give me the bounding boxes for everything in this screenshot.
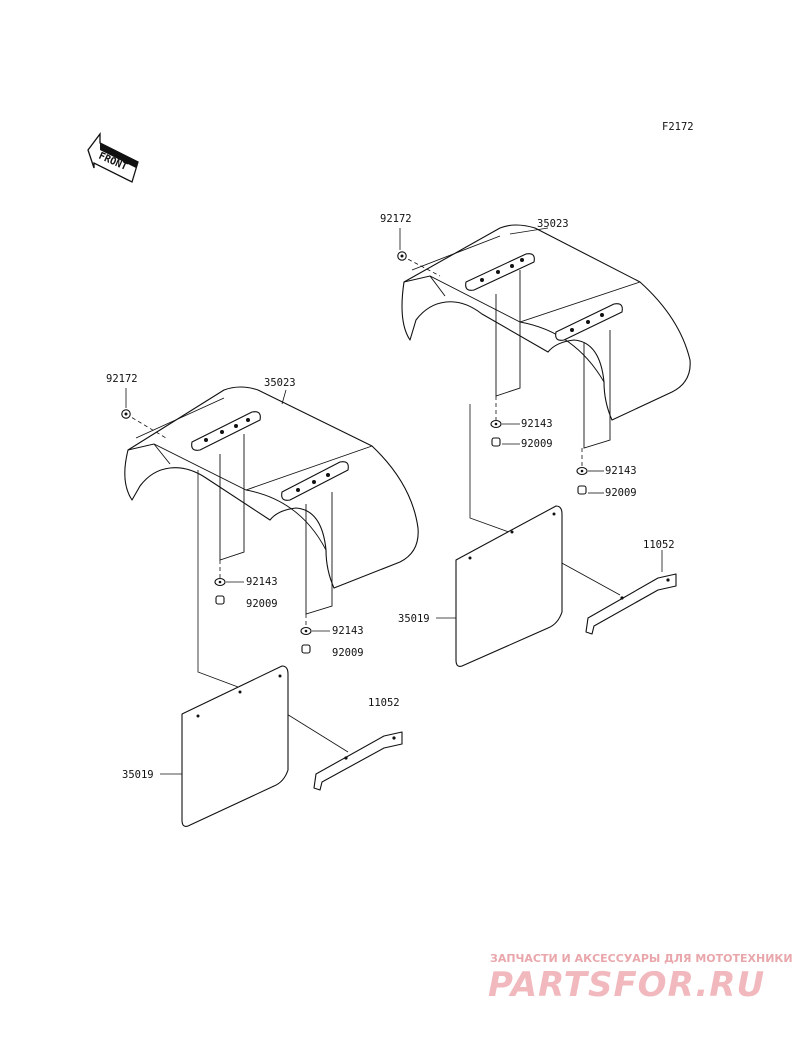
left-washer-rear-label: 92143 xyxy=(332,625,364,637)
left-fender xyxy=(124,386,419,615)
left-bolt-front-label: 92009 xyxy=(246,598,278,610)
figure-code: F2172 xyxy=(662,121,694,133)
left-bolt-rear-label: 92009 xyxy=(332,647,364,659)
right-bolt-rear-label: 92009 xyxy=(605,487,637,499)
left-assembly: 92172 35023 92143 92009 92143 92009 xyxy=(106,373,419,827)
left-washer-rear-icon xyxy=(300,626,312,636)
right-washer-rear-label: 92143 xyxy=(605,465,637,477)
right-washer-front-label: 92143 xyxy=(521,418,553,430)
right-bolt-rear-icon xyxy=(577,485,587,495)
left-washer-front-icon xyxy=(214,577,226,587)
left-fender-bolt-icon xyxy=(121,409,131,419)
watermark-logo: PARTSFOR.RU xyxy=(488,965,765,1005)
right-bolt-front-label: 92009 xyxy=(521,438,553,450)
watermark: ЗАПЧАСТИ И АКСЕССУАРЫ ДЛЯ МОТОТЕХНИКИ PA… xyxy=(488,952,793,1005)
right-mud-flap-label: 35019 xyxy=(398,613,430,625)
left-washer-front-label: 92143 xyxy=(246,576,278,588)
right-bracket xyxy=(585,573,677,635)
left-mud-flap xyxy=(181,665,289,827)
right-mud-flap xyxy=(455,505,563,667)
left-bracket-label: 11052 xyxy=(368,697,400,709)
watermark-caption: ЗАПЧАСТИ И АКСЕССУАРЫ ДЛЯ МОТОТЕХНИКИ xyxy=(490,952,793,965)
right-fender-bolt-label: 92172 xyxy=(380,213,412,225)
left-fender-bolt-label: 92172 xyxy=(106,373,138,385)
left-bolt-front-icon xyxy=(215,595,225,605)
right-bracket-label: 11052 xyxy=(643,539,675,551)
right-fender-label: 35023 xyxy=(537,218,569,230)
right-assembly: 92172 35023 92143 92009 92143 92009 xyxy=(380,213,691,667)
right-fender xyxy=(401,224,691,449)
right-bolt-front-icon xyxy=(491,437,501,447)
left-mud-flap-label: 35019 xyxy=(122,769,154,781)
front-arrow-icon: FRONT xyxy=(87,132,139,183)
left-bracket xyxy=(313,731,403,791)
right-washer-rear-icon xyxy=(576,466,588,476)
right-fender-bolt-icon xyxy=(397,251,407,261)
left-fender-label: 35023 xyxy=(264,377,296,389)
left-bolt-rear-icon xyxy=(301,644,311,654)
right-washer-front-icon xyxy=(490,419,502,429)
